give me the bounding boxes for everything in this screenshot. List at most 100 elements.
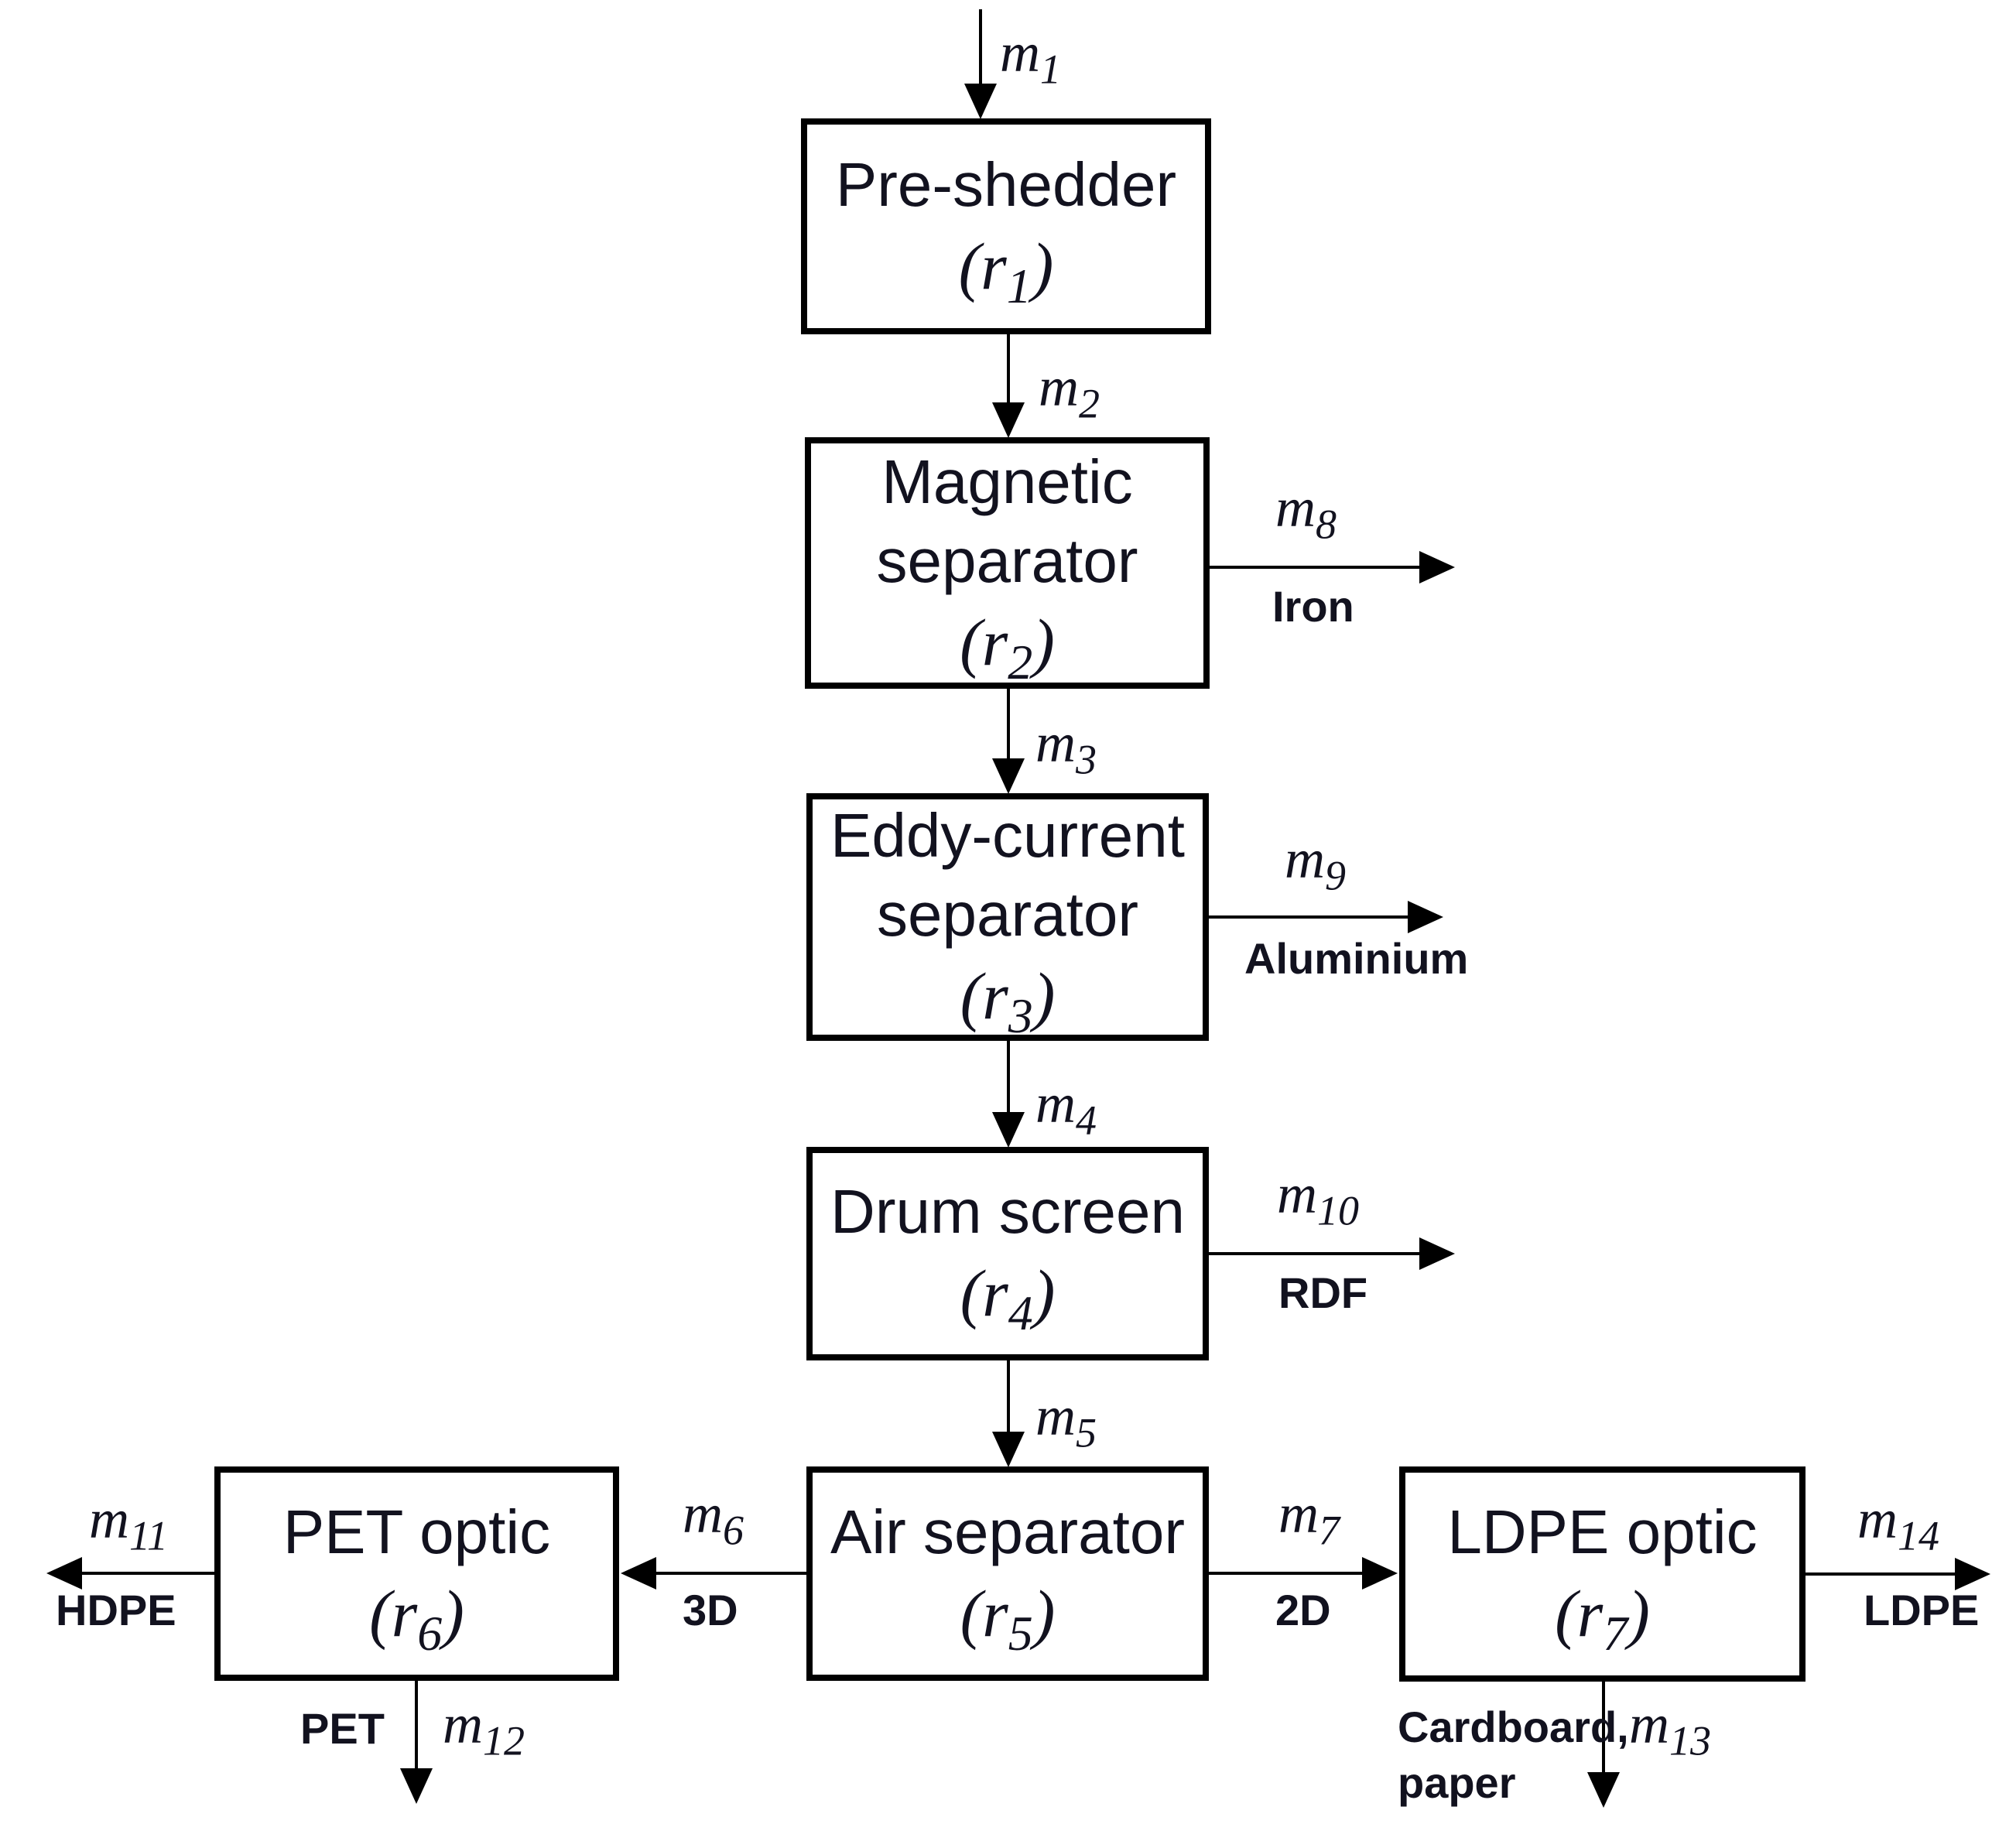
node-eddy-current-separator: Eddy-current separator (r3): [806, 793, 1209, 1041]
m7-arrowhead-icon: [1362, 1557, 1398, 1590]
stream-subscript: 14: [1898, 1512, 1939, 1559]
m10-label: m10: [1277, 1165, 1359, 1231]
stream-subscript: 6: [723, 1507, 744, 1554]
node-rate-label: (r3): [960, 954, 1056, 1041]
m3-label: m3: [1035, 712, 1097, 780]
m12-arrow-line: [415, 1681, 418, 1770]
m14-arrowhead-icon: [1955, 1558, 1990, 1590]
m1-arrow-line: [979, 9, 982, 85]
paren-open: (: [958, 228, 981, 303]
m4-label: m4: [1035, 1073, 1097, 1141]
m6-label: m6: [683, 1484, 744, 1551]
stream-subscript: 11: [129, 1512, 168, 1559]
stream-symbol: m: [443, 1693, 483, 1755]
paren-close: ): [1628, 1576, 1650, 1651]
node-label: Pre-shedder: [835, 149, 1177, 219]
rate-subscript: 7: [1603, 1606, 1628, 1661]
stream-symbol: m: [1275, 477, 1316, 539]
paren-open: (: [960, 959, 983, 1033]
paren-close: ): [1031, 228, 1054, 303]
m7-label: m7: [1278, 1483, 1340, 1551]
rate-subscript: 5: [1008, 1605, 1033, 1661]
paren-open: (: [960, 604, 982, 679]
stream-symbol: m: [1035, 1073, 1076, 1134]
m5-arrowhead-icon: [992, 1432, 1025, 1467]
stream-symbol: m: [1039, 356, 1079, 418]
stream-subscript: 4: [1076, 1097, 1097, 1144]
m9-label: m9: [1285, 830, 1346, 896]
m8-arrow-line: [1210, 566, 1421, 569]
m8-label: m8: [1275, 477, 1337, 545]
node-label: Air separator: [830, 1497, 1185, 1566]
rate-subscript: 6: [417, 1605, 443, 1661]
m12-arrowhead-icon: [400, 1768, 433, 1804]
rate-symbol: r: [982, 959, 1008, 1033]
m10-product-label: RDF: [1278, 1268, 1368, 1317]
stream-subscript: 7: [1319, 1507, 1340, 1554]
m12-label: m12: [443, 1693, 525, 1761]
m9-arrow-line: [1209, 915, 1409, 919]
m5-label: m5: [1035, 1385, 1097, 1453]
stream-symbol: m: [1278, 1483, 1319, 1545]
node-air-separator: Air separator (r5): [806, 1466, 1209, 1681]
m7-product-label: 2D: [1275, 1586, 1331, 1634]
m4-arrowhead-icon: [992, 1112, 1025, 1148]
paren-open: (: [1555, 1576, 1577, 1651]
rate-subscript: 2: [1008, 634, 1033, 690]
stream-subscript: 8: [1316, 501, 1337, 548]
m14-label: m14: [1857, 1490, 1939, 1556]
paren-close: ): [1032, 1576, 1056, 1651]
node-pet-optic: PET optic (r6): [214, 1466, 619, 1681]
stream-subscript: 1: [1040, 46, 1061, 93]
paren-close: ): [1032, 959, 1056, 1033]
m4-arrow-line: [1007, 1041, 1010, 1114]
m10-arrow-line: [1209, 1252, 1421, 1255]
node-label: LDPE optic: [1447, 1497, 1758, 1566]
m3-arrow-line: [1007, 689, 1010, 760]
node-label: Eddy-current: [830, 801, 1185, 870]
rate-symbol: r: [1576, 1576, 1604, 1651]
m13-arrow-line: [1602, 1682, 1605, 1774]
node-magnetic-separator: Magnetic separator (r2): [805, 437, 1210, 689]
stream-symbol: m: [1035, 712, 1076, 774]
node-rate-label: (r6): [369, 1572, 464, 1658]
node-rate-label: (r4): [960, 1251, 1056, 1338]
paren-close: ): [1032, 1256, 1056, 1330]
m2-arrow-line: [1007, 334, 1010, 404]
node-label: separator: [876, 525, 1138, 595]
node-pre-shedder: Pre-shedder (r1): [801, 118, 1211, 334]
rate-symbol: r: [391, 1576, 418, 1651]
stream-symbol: m: [1629, 1693, 1669, 1755]
node-drum-screen: Drum screen (r4): [806, 1147, 1209, 1360]
paren-open: (: [960, 1256, 983, 1330]
stream-symbol: m: [1000, 22, 1040, 84]
m2-arrowhead-icon: [992, 402, 1025, 438]
m13-arrowhead-icon: [1587, 1772, 1620, 1808]
stream-subscript: 9: [1325, 852, 1346, 899]
paren-close: ): [442, 1576, 464, 1651]
stream-symbol: m: [1035, 1385, 1076, 1447]
node-label: Magnetic: [881, 447, 1133, 516]
m3-arrowhead-icon: [992, 758, 1025, 794]
stream-subscript: 12: [483, 1717, 525, 1764]
m9-product-label: Aluminium: [1244, 934, 1469, 983]
m1-label: m1: [1000, 22, 1061, 90]
m1-arrowhead-icon: [964, 84, 997, 119]
node-rate-label: (r2): [960, 601, 1055, 687]
m7-arrow-line: [1209, 1572, 1364, 1575]
node-rate-label: (r7): [1555, 1572, 1650, 1658]
node-label: separator: [877, 880, 1138, 949]
stream-subscript: 2: [1079, 380, 1100, 427]
rate-subscript: 4: [1008, 1285, 1033, 1341]
paren-open: (: [960, 1576, 983, 1651]
paren-close: ): [1032, 604, 1055, 679]
stream-subscript: 13: [1669, 1717, 1711, 1764]
m6-arrowhead-icon: [621, 1557, 656, 1590]
m6-arrow-line: [655, 1572, 806, 1575]
m8-product-label: Iron: [1272, 582, 1354, 631]
node-ldpe-optic: LDPE optic (r7): [1399, 1466, 1806, 1682]
rate-subscript: 3: [1008, 988, 1033, 1044]
m2-label: m2: [1039, 356, 1100, 424]
m6-product-label: 3D: [683, 1586, 738, 1634]
